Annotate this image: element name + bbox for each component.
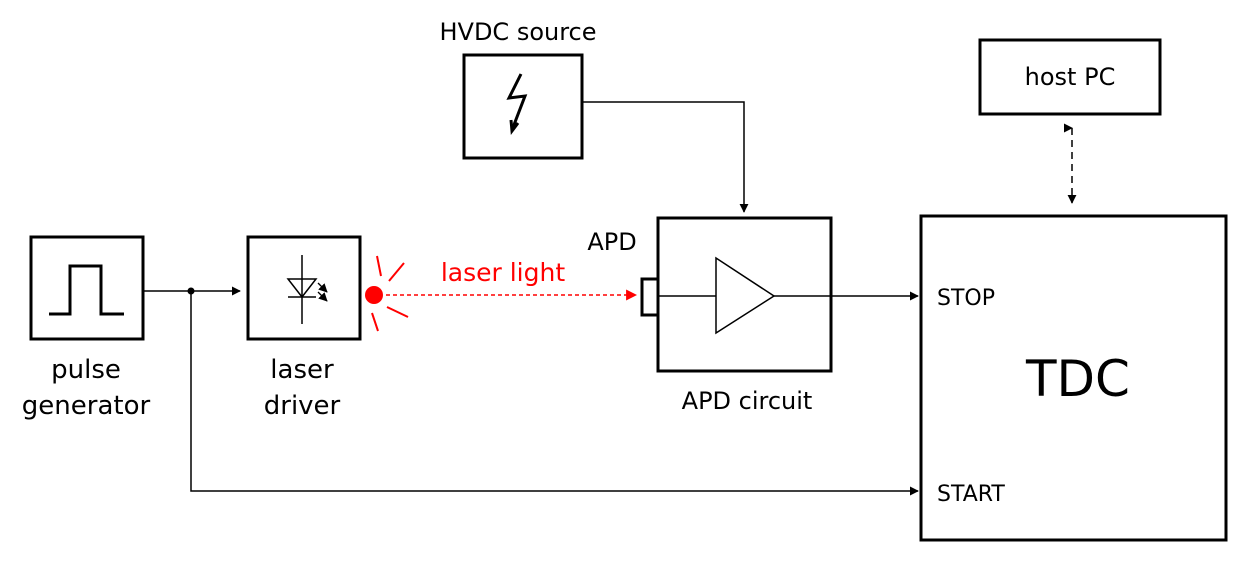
tdc-stop-label: STOP	[937, 286, 995, 311]
amplifier-triangle-icon	[715, 256, 776, 335]
apd-label: APD	[587, 228, 636, 256]
laser-dot	[365, 286, 383, 304]
pulse-generator-label-line1: pulse	[51, 355, 121, 385]
apd-circuit-label: APD circuit	[682, 387, 813, 415]
apd-sensor	[640, 277, 660, 317]
tdc-block	[919, 214, 1228, 542]
host-pc-label: host PC	[1025, 63, 1116, 91]
host-pc-block	[978, 38, 1162, 116]
tdc-start-label: START	[937, 482, 1005, 507]
hvdc-to-apd-wire	[582, 101, 749, 213]
lightning-bolt-icon	[506, 73, 528, 136]
pulse-to-start-wire	[190, 291, 919, 496]
laser-driver-label-line1: laser	[270, 355, 334, 385]
hvdc-source-block	[462, 53, 584, 160]
laser-diode-icon	[286, 255, 328, 324]
laser-driver-label-line2: driver	[264, 391, 341, 421]
pulse-generator-block	[29, 235, 145, 341]
laser-emission	[365, 255, 409, 332]
laser-driver-block	[246, 235, 362, 341]
hvdc-source-label: HVDC source	[439, 18, 596, 46]
tdc-label: TDC	[1025, 350, 1130, 408]
pulse-generator-label-line2: generator	[22, 391, 151, 421]
apd-circuit-block	[640, 216, 833, 373]
laser-light-label: laser light	[441, 258, 566, 287]
square-pulse-icon	[49, 264, 124, 316]
